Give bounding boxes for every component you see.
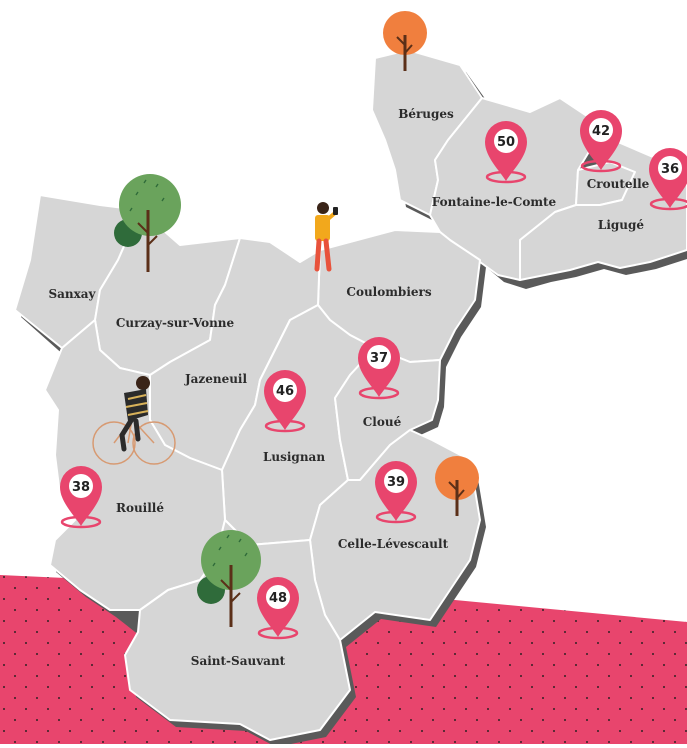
label-curzay-sur-vonne: Curzay-sur-Vonne <box>116 316 235 330</box>
label-saint-sauvant: Saint-Sauvant <box>191 654 286 668</box>
cyclist-icon <box>92 376 176 465</box>
label-coulombiers: Coulombiers <box>346 285 431 299</box>
map-pin-icon[interactable]: 46 <box>264 370 306 433</box>
pin-value: 39 <box>387 475 405 490</box>
label-croutelle: Croutelle <box>587 177 650 191</box>
pedestrian-with-phone-icon <box>314 202 338 272</box>
green-tree-icon <box>114 174 181 272</box>
label-beruges: Béruges <box>398 107 454 121</box>
map-pin-icon[interactable]: 42 <box>580 110 622 173</box>
label-liguge: Ligugé <box>598 218 645 232</box>
pin-value: 46 <box>276 384 294 399</box>
label-fontaine-le-comte: Fontaine-le-Comte <box>432 195 557 209</box>
map-pin-icon[interactable]: 38 <box>60 466 102 529</box>
commune-liguge[interactable] <box>519 117 687 281</box>
pin-value: 38 <box>72 480 90 495</box>
communes-layer <box>14 49 687 741</box>
green-tree-icon <box>197 530 261 627</box>
label-lusignan: Lusignan <box>263 450 325 464</box>
map-pin-icon[interactable]: 48 <box>257 577 299 640</box>
pin-value: 48 <box>269 591 287 606</box>
label-celle-levescault: Celle-Lévescault <box>338 537 449 551</box>
map-pin-icon[interactable]: 50 <box>485 121 527 184</box>
commune-labels: Béruges Fontaine-le-Comte Croutelle Ligu… <box>48 107 649 668</box>
orange-tree-icon <box>435 456 479 516</box>
pins-layer: 50 42 36 37 46 <box>60 110 687 640</box>
label-cloue: Cloué <box>363 415 402 429</box>
label-jazeneuil: Jazeneuil <box>184 372 248 386</box>
orange-tree-icon <box>383 11 427 71</box>
pin-value: 37 <box>370 351 388 366</box>
map-pin-icon[interactable]: 37 <box>358 337 400 400</box>
commune-saint-sauvant[interactable] <box>124 519 351 741</box>
map-pin-icon[interactable]: 39 <box>375 461 417 524</box>
pin-value: 42 <box>592 124 610 139</box>
label-rouille: Rouillé <box>116 501 164 515</box>
pin-value: 50 <box>497 135 515 150</box>
label-sanxay: Sanxay <box>48 287 96 301</box>
map-pin-icon[interactable]: 36 <box>649 148 687 211</box>
pin-value: 36 <box>661 162 679 177</box>
